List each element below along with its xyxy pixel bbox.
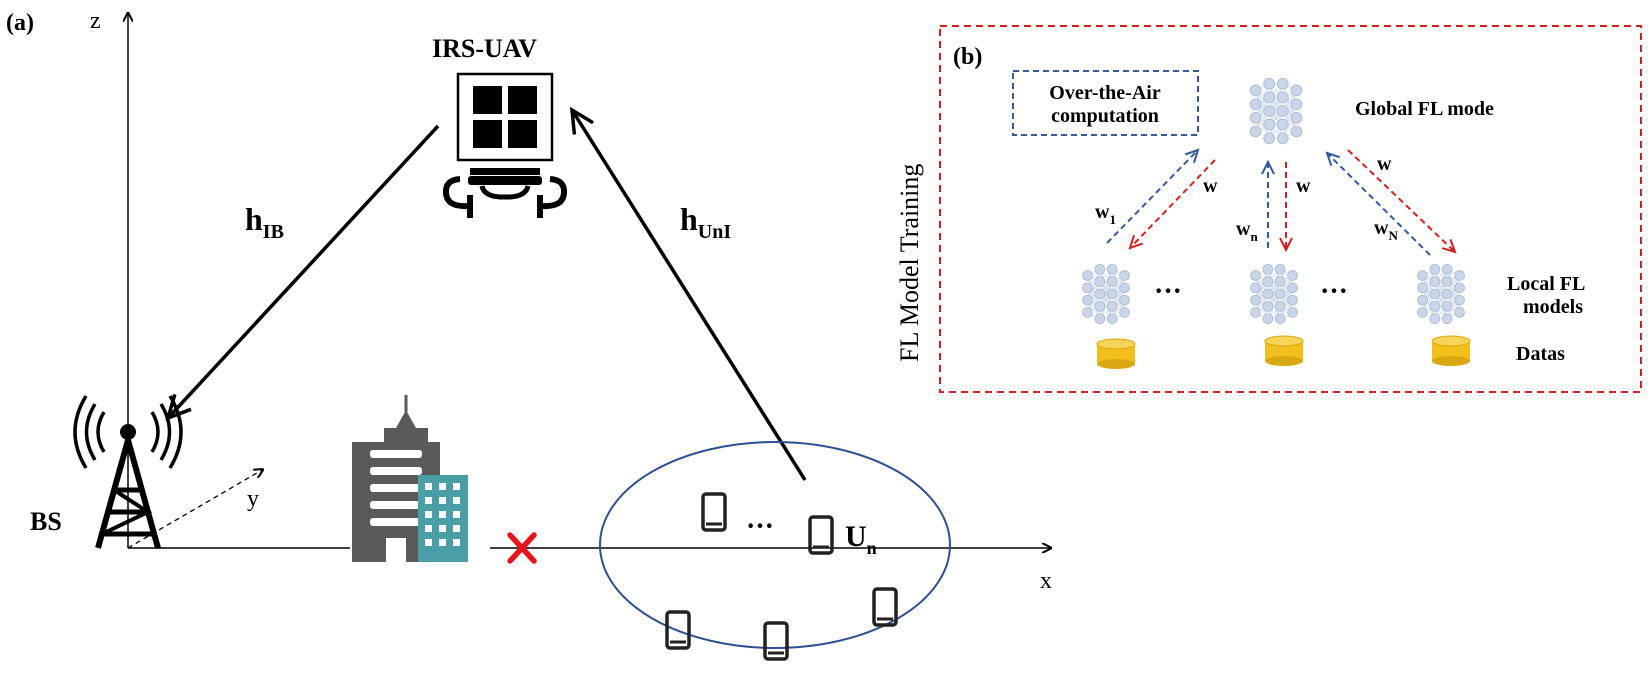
y-axis-label: y [247,486,259,512]
downlink-arrow-right [1347,149,1457,254]
channel-uni-arrow [569,106,807,481]
user-un-sub: n [867,538,877,558]
database-icon [1431,335,1471,366]
user-device-icon [665,610,691,650]
global-model-label: Global FL mode [1355,98,1494,120]
datas-label: Datas [1516,343,1565,365]
channel-ib-main: h [245,201,263,237]
ota-box [1012,70,1199,136]
z-axis-label: z [90,8,101,34]
database-icon [1264,335,1304,366]
channel-ib-label: hIB [245,201,284,243]
channel-uni-main: h [680,201,698,237]
user-cluster-ellipse [599,441,951,649]
global-model-network-icon [1249,77,1303,145]
ota-text-line1: Over-the-Air [1049,82,1161,104]
w-label-left: w [1203,175,1218,197]
w1-sub: 1 [1109,212,1116,227]
user-device-icon [701,492,727,532]
channel-uni-label: hUnI [680,201,731,243]
panel-b-label: (b) [953,44,982,70]
database-icon [1096,338,1136,369]
wN-label: wN [1374,217,1398,243]
local-models-label-line2: models [1523,296,1583,318]
fl-training-side-title: FL Model Training [895,164,924,362]
panel-a: (a) z x y IRS-UAV [6,8,1052,661]
user-un-label: Un [845,520,877,558]
y-axis [127,470,262,549]
downlink-arrow-left [1128,159,1216,250]
w1-label: w1 [1095,201,1116,227]
bs-label: BS [30,507,62,536]
base-station-tower-icon [73,395,183,549]
wn-main: w [1236,218,1251,240]
local-model-network-icon [1250,263,1298,325]
ota-text-line2: computation [1051,105,1159,127]
irs-uav-label: IRS-UAV [432,34,537,63]
panel-b-border [939,25,1642,393]
local-dots-right: ··· [1320,276,1348,307]
x-axis-label: x [1040,568,1052,594]
building-icon [352,395,468,562]
user-device-icon [872,587,898,627]
wN-sub: N [1388,228,1398,243]
wn-sub: n [1250,229,1258,244]
uplink-arrow-left [1106,148,1200,244]
user-ellipsis: ··· [746,511,774,542]
irs-uav-icon: IRS-UAV [432,34,568,218]
channel-uni-sub: UnI [698,221,732,243]
w-label-mid: w [1296,175,1311,197]
panel-a-label: (a) [6,10,34,36]
local-dots-left: ··· [1154,276,1182,307]
coordinate-axes: z x y [90,8,1052,594]
local-models-label-line1: Local FL [1507,273,1585,295]
w-label-right: w [1377,153,1392,175]
local-model-network-icon [1417,263,1465,325]
uplink-arrow-right [1325,151,1431,256]
user-device-icon [763,621,789,661]
panel-b: (b) FL Model Training Over-the-Air compu… [895,25,1642,393]
user-un-device-icon [808,515,834,555]
blocked-link-cross-icon [507,532,537,564]
user-un-main: U [845,520,867,553]
channel-ib-sub: IB [263,221,284,243]
w1-main: w [1095,201,1110,223]
channel-ib-arrow [165,124,440,421]
wn-label: wn [1236,218,1258,244]
wN-main: w [1374,217,1389,239]
local-model-network-icon [1082,263,1130,325]
